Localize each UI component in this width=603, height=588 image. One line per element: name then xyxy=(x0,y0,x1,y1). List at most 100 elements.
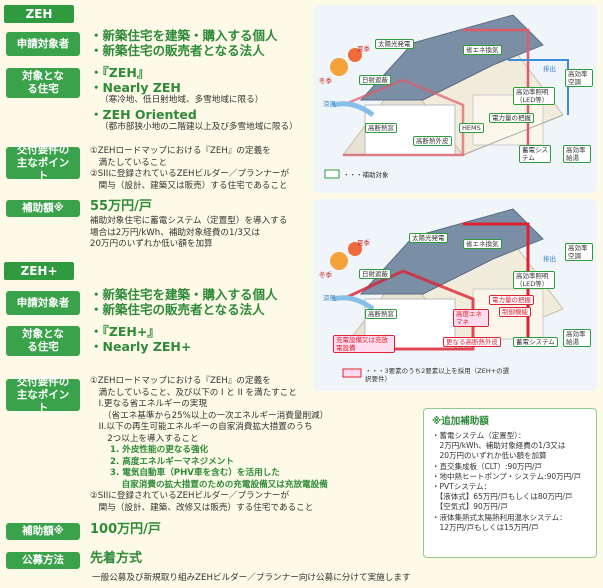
diag2-summer: 夏季 xyxy=(357,239,370,247)
req-line: ②SIIに登録されているZEHビルダー／プランナーが xyxy=(90,169,290,179)
diag2-visible: 電力量の把握 xyxy=(489,295,534,305)
diag1-ac: 高効率空調 xyxy=(565,69,593,87)
additional-line: 【液体式】65万円/戸もしくは80万円/戸 xyxy=(432,492,573,502)
label-requirements-plus: 交付要件の主なポイント xyxy=(6,376,80,414)
additional-line: 【空気式】90万円/戸 xyxy=(432,502,508,512)
applicant-line: ・新築住宅を建築・購入する個人 xyxy=(90,28,278,43)
section-tag-zeh-plus: ZEH+ xyxy=(4,262,74,280)
req-line: II.以下の再生可能エネルギーの自家消費拡大措置のうち xyxy=(90,422,313,432)
target-nearly-note: （寒冷地、低日射地域、多雪地域に限る） xyxy=(100,95,264,105)
subsidy-note: 20万円のいずれか低い額を加算 xyxy=(90,239,213,249)
diag2-charger: 充電設備又は充放電設備 xyxy=(333,335,395,353)
label-target: 対象となる住宅 xyxy=(6,68,80,98)
diag2-lighting: 高効率照明（LED等） xyxy=(513,271,555,289)
target-items-plus: ・『ZEH+』 ・Nearly ZEH+ xyxy=(90,324,191,354)
req-green-line: 3. 電気自動車（PHV車を含む）を活用した xyxy=(110,468,280,478)
diag1-solar: 太陽光発電 xyxy=(375,39,414,49)
diag2-energy-mgmt: 高度エネマネ xyxy=(453,309,489,327)
diag1-shade: 日射遮蔽 xyxy=(359,75,391,85)
label-text: 公募方法 xyxy=(22,554,64,566)
req-line: ②SIIに登録されているZEHビルダー／プランナーが xyxy=(90,491,290,501)
req-line: ①ZEHロードマップにおける『ZEH』の定義を xyxy=(90,376,271,386)
req-line: （省エネ基準から25%以上の一次エネルギー消費量削減） xyxy=(90,410,329,421)
subsidy-note: 補助対象住宅に蓄電システム（定置型）を導入する xyxy=(90,216,288,226)
diag1-hems: HEMS xyxy=(459,123,484,133)
additional-line: 12万円/戸もしくは15万円/戸 xyxy=(432,522,539,532)
label-text: 対象となる住宅 xyxy=(22,328,64,353)
diag1-cool: 涼風 xyxy=(323,100,336,108)
diag2-insulation: 高断熱窓 xyxy=(365,309,397,319)
house-illustration xyxy=(330,208,564,378)
label-text: 交付要件の主なポイント xyxy=(16,143,70,182)
additional-line: ・地中熱ヒートポンプ・システム:90万円/戸 xyxy=(432,471,582,481)
diag2-winter: 冬季 xyxy=(319,271,332,279)
subsidy-amount: 55万円/戸 xyxy=(90,199,152,214)
section-tag-zeh: ZEH xyxy=(4,5,74,23)
target-zeh: ・『ZEH』 xyxy=(90,65,150,80)
req-line: 2つ以上を導入すること xyxy=(90,433,199,444)
additional-line: ・液体集熱式太陽熱利用温水システム： xyxy=(432,512,567,522)
diag2-ac: 高効率空調 xyxy=(565,243,593,261)
diag1-insulation: 高断熱窓 xyxy=(365,123,397,133)
applicant-lines: ・新築住宅を建築・購入する個人 ・新築住宅の販売者となる法人 xyxy=(90,28,278,58)
method-value: 先着方式 xyxy=(90,551,143,566)
diag1-ventilation: 省エネ換気 xyxy=(463,45,502,55)
zeh-plus-house-diagram: 太陽光発電 夏季 冬季 日射遮蔽 涼風 省エネ換気 排出 高効率空調 高効率照明… xyxy=(313,199,597,391)
subsidy-note: 場合は2万円/kWh、補助対象経費の1/3又は xyxy=(90,227,261,238)
additional-subsidy-box: ※追加補助額 ・蓄電システム（定置型）： 2万円/kWh、補助対象経費の1/3又… xyxy=(423,408,597,558)
diag1-lighting: 高効率照明（LED等） xyxy=(513,87,555,105)
applicant-line: ・新築住宅を建築・購入する個人 xyxy=(90,287,278,302)
req-line: 関与（設計、建築、改修又は販売）する住宅であること xyxy=(90,502,314,513)
diag1-water-heater: 高効率給湯 xyxy=(563,145,591,163)
target-item: ・『ZEH+』 xyxy=(90,324,160,339)
additional-line: 20万円のいずれか低い額を加算 xyxy=(432,451,547,461)
label-subsidy: 補助額※ xyxy=(6,200,80,217)
target-item: ・Nearly ZEH+ xyxy=(90,339,192,354)
applicant-line: ・新築住宅の販売者となる法人 xyxy=(90,43,265,58)
req-green-line: 自家消費の拡大措置のための充電設備又は充放電設備 xyxy=(110,479,328,490)
additional-line: ・直交集成板（CLT）:90万円/戸 xyxy=(432,461,543,471)
label-text: 申請対象者 xyxy=(16,296,70,309)
additional-lines: ・蓄電システム（定置型）： 2万円/kWh、補助対象経費の1/3又は 20万円の… xyxy=(432,431,581,533)
applicant-lines-plus: ・新築住宅を建築・購入する個人 ・新築住宅の販売者となる法人 xyxy=(90,287,278,317)
diag1-winter: 冬季 xyxy=(319,77,332,85)
req-line: 関与（設計、建築又は販売）する住宅であること xyxy=(90,180,288,191)
subsidy-amount-plus: 100万円/戸 xyxy=(90,522,161,537)
label-method: 公募方法 xyxy=(6,552,80,569)
label-text: 交付要件の主なポイント xyxy=(16,375,70,414)
req-line: 満たしていること、及び以下の I と II を満たすこと xyxy=(90,387,297,398)
diag1-visible: 電力量の把握 xyxy=(489,113,534,123)
diag2-cool: 涼風 xyxy=(323,294,336,302)
label-subsidy-plus: 補助額※ xyxy=(6,523,80,540)
label-text: 補助額※ xyxy=(22,202,64,214)
footer-note: 一般公募及び新規取り組みZEHビルダー／プランナー向け公募に分けて実施します xyxy=(92,573,411,583)
requirement-lines: ①ZEHロードマップにおける『ZEH』の定義を 満たしていること ②SIIに登録… xyxy=(90,146,289,192)
label-text: 対象となる住宅 xyxy=(22,70,64,95)
requirement-lines-plus: ①ZEHロードマップにおける『ZEH』の定義を 満たしていること、及び以下の I… xyxy=(90,376,328,514)
diag1-summer: 夏季 xyxy=(357,45,370,53)
label-text: 補助額※ xyxy=(22,525,64,537)
diag2-outer-wall: 更なる高断熱外皮 xyxy=(443,337,501,347)
additional-line: 2万円/kWh、補助対象経費の1/3又は xyxy=(432,441,566,451)
label-applicant: 申請対象者 xyxy=(6,32,80,56)
diag2-water-heater: 高効率給湯 xyxy=(563,329,591,347)
zeh-house-diagram: 太陽光発電 夏季 冬季 日射遮蔽 涼風 省エネ換気 排出 高効率空調 高効率照明… xyxy=(313,5,597,193)
target-oriented-note: （都市部狭小地の二階建以上及び多雪地域に限る） xyxy=(100,121,298,132)
req-line: ①ZEHロードマップにおける『ZEH』の定義を xyxy=(90,146,271,156)
additional-line: ・蓄電システム（定置型）： xyxy=(432,431,526,440)
diag2-ventilation: 省エネ換気 xyxy=(463,239,502,249)
target-nearly: ・Nearly ZEH xyxy=(90,80,181,95)
label-target-plus: 対象となる住宅 xyxy=(6,326,80,356)
diag2-control: 制御機能 xyxy=(499,307,531,317)
diag2-legend: ・・・3要素のうち2要素以上を採用（ZEH+の選択要件） xyxy=(365,367,510,383)
diag2-exhaust: 排出 xyxy=(543,255,556,263)
label-requirements: 交付要件の主なポイント xyxy=(6,144,80,182)
diag1-outer-wall: 高断熱外皮 xyxy=(413,136,452,146)
diag1-legend: ・・・補助対象 xyxy=(343,171,389,179)
diag1-storage: 蓄電システム xyxy=(519,145,551,163)
additional-line: ・PVTシステム： xyxy=(432,482,492,492)
target-oriented: ・ZEH Oriented xyxy=(90,106,197,122)
target-items: ・『ZEH』 ・Nearly ZEH （寒冷地、低日射地域、多雪地域に限る） ・… xyxy=(90,65,298,133)
additional-title: ※追加補助額 xyxy=(432,416,489,427)
req-green-line: 2. 高度エネルギーマネジメント xyxy=(110,456,234,467)
